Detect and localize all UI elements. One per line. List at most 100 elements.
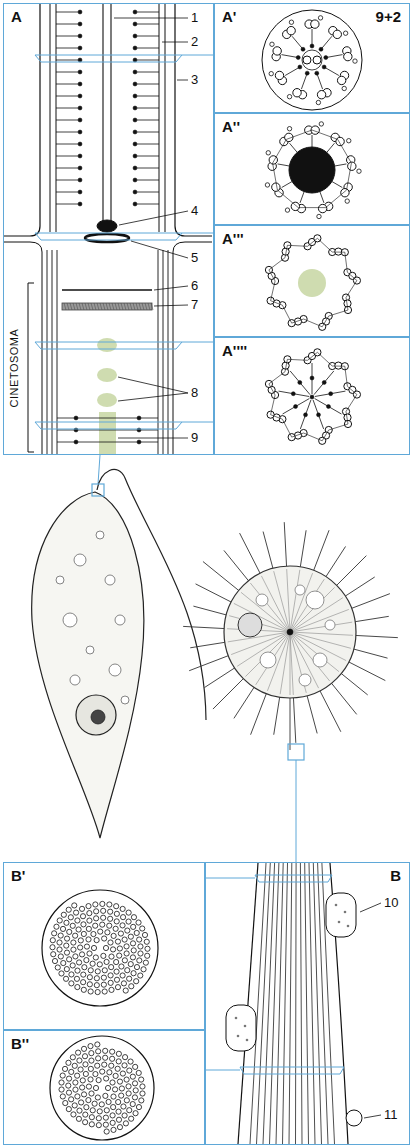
- microtubule: [145, 953, 150, 958]
- microtubule: [87, 982, 92, 987]
- spoke-head: [78, 118, 82, 122]
- microtubule: [94, 976, 99, 981]
- spoke-head: [78, 94, 82, 98]
- microtubule: [57, 918, 62, 923]
- spoke-head: [133, 70, 137, 74]
- spoke-head: [74, 440, 78, 444]
- microtubule: [122, 1113, 127, 1118]
- triplet-line: [57, 250, 58, 455]
- microtubule: [80, 1078, 85, 1083]
- microtubule: [71, 940, 76, 945]
- microtubule: [115, 985, 120, 990]
- microtubule: [57, 940, 62, 945]
- spoke-head: [324, 56, 328, 60]
- spoke-head: [133, 190, 137, 194]
- microtubule: [93, 923, 98, 928]
- spoke-head: [78, 82, 82, 86]
- microtubule: [77, 1058, 82, 1063]
- microtubule-line: [276, 863, 283, 1144]
- microtubule: [96, 1056, 101, 1061]
- spoke-head: [315, 71, 319, 75]
- microtubule: [114, 919, 119, 924]
- leader-line: [118, 393, 188, 401]
- microtubule: [333, 30, 341, 38]
- microtubule-line: [263, 863, 275, 1144]
- radial-spoke: [56, 72, 78, 73]
- microtubule: [103, 1093, 108, 1098]
- microtubule: [73, 933, 78, 938]
- microtubule: [80, 914, 85, 919]
- dynein-arm: [266, 151, 270, 155]
- radial-spoke: [325, 68, 339, 76]
- axopod: [320, 691, 341, 732]
- microtubule: [303, 56, 311, 64]
- microtubule: [134, 979, 139, 984]
- microtubule: [112, 1087, 117, 1092]
- radial-spoke: [137, 72, 159, 73]
- spoke-head: [78, 154, 82, 158]
- radial-spoke: [322, 36, 332, 48]
- vacuole: [56, 576, 64, 584]
- dynein-arm: [289, 20, 293, 24]
- microtubule: [98, 929, 103, 934]
- microtubule: [84, 958, 89, 963]
- axopod: [196, 584, 232, 602]
- callout-number: 5: [191, 251, 198, 265]
- microtubule: [52, 931, 57, 936]
- radial-spoke: [137, 180, 159, 181]
- spoke-head: [322, 380, 326, 384]
- microtubule: [72, 1103, 77, 1108]
- axopod: [345, 577, 374, 596]
- microtubule: [122, 1055, 127, 1060]
- panel-letter: A: [11, 8, 22, 25]
- microtubule: [120, 915, 125, 920]
- microtubule: [66, 1083, 71, 1088]
- microtubule: [67, 957, 72, 962]
- microtubule: [66, 1107, 71, 1112]
- microtubule: [94, 938, 99, 943]
- axopod: [203, 562, 239, 591]
- panel-frame: A: [3, 3, 214, 455]
- microtubule: [144, 939, 149, 944]
- microtubule: [90, 961, 95, 966]
- microtubule: [64, 936, 69, 941]
- spoke-head: [322, 65, 326, 69]
- panel-frame: A'9+2: [214, 3, 410, 113]
- linker-ring: [273, 130, 352, 208]
- microtubule: [86, 1084, 91, 1089]
- spoke-head: [74, 416, 78, 420]
- radial-spoke: [56, 24, 78, 25]
- spoke-head: [133, 82, 137, 86]
- granule: [235, 1017, 238, 1020]
- dynein-arm: [287, 94, 291, 98]
- granule: [237, 1035, 240, 1038]
- section-link: [205, 878, 255, 879]
- hatch: [103, 303, 105, 310]
- axoneme: [290, 632, 330, 681]
- microtubule: [97, 1109, 102, 1114]
- microtubule: [126, 910, 131, 915]
- microtubule: [109, 965, 114, 970]
- hatch: [142, 303, 144, 310]
- microtubule: [140, 1091, 145, 1096]
- microtubule: [136, 920, 141, 925]
- radial-spoke: [137, 168, 159, 169]
- axoneme: [231, 632, 290, 655]
- section-plane: [35, 342, 182, 349]
- microtubule-line: [257, 863, 271, 1144]
- vacuole: [299, 674, 311, 686]
- microtubule: [64, 950, 69, 955]
- spoke-head: [78, 46, 82, 50]
- microtubule: [71, 947, 76, 952]
- microtubule: [60, 1073, 65, 1078]
- hatch: [124, 303, 126, 310]
- axopod: [290, 698, 291, 750]
- section-link: [205, 1070, 240, 1071]
- microtubule: [122, 1063, 127, 1068]
- spoke-head: [133, 106, 137, 110]
- microtubule-line: [295, 863, 297, 1144]
- microtubule: [139, 1077, 144, 1082]
- axopod: [326, 546, 346, 576]
- hatch: [106, 303, 108, 310]
- panel-frame: B: [205, 862, 410, 1145]
